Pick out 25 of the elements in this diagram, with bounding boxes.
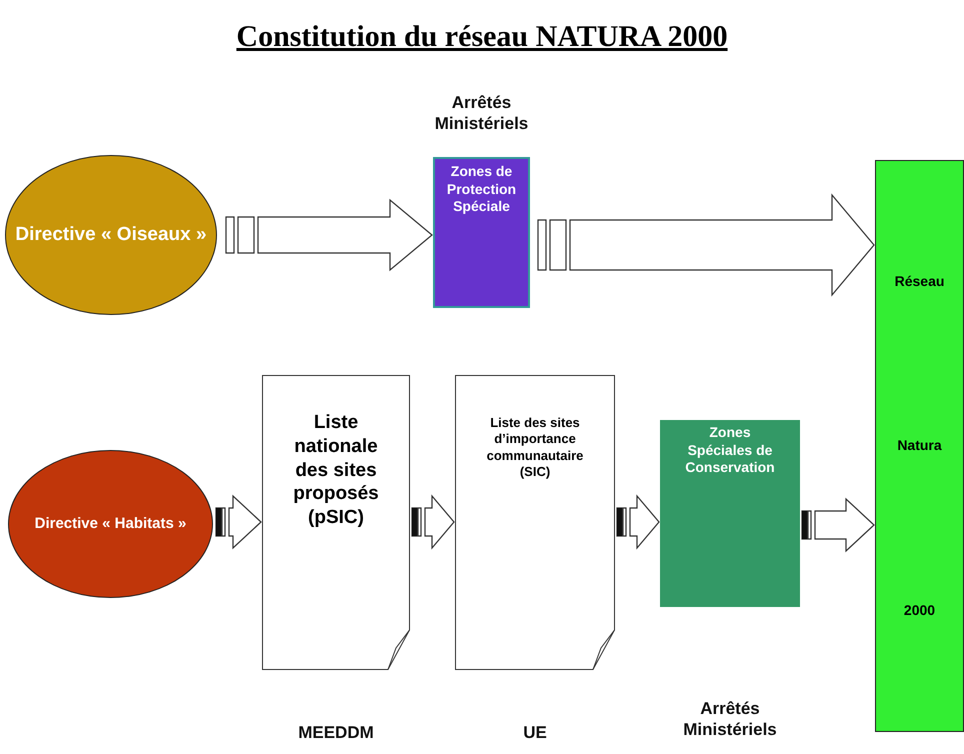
node-label: Liste des sites d’importance communautaire (SIC) [486,414,584,480]
node-label: Directive « Habitats » [34,514,188,534]
block-arrow [215,494,262,550]
block-arrow [537,193,875,297]
node-label: Zones Spéciales de Conservation [684,423,776,476]
document-shape [455,375,615,670]
authority-label: MEEDDM [297,722,375,744]
block-arrow [801,498,875,552]
bar-label: Réseau [894,273,946,290]
network-bar [875,160,964,732]
authority-label: UE [522,722,548,744]
authority-label: Arrêtés Ministériels [682,698,778,740]
bar-label: Natura [896,437,943,455]
node-label: Liste nationale des sites proposés (pSIC) [292,411,380,530]
document-shape [262,375,410,670]
block-arrow [225,198,433,272]
node-label: Directive « Oiseaux » [14,223,208,247]
zone-box [660,420,800,607]
node-label: Zones de Protection Spéciale [446,162,518,216]
block-arrow [411,494,455,550]
diagram-title: Constitution du réseau NATURA 2000 [236,19,728,55]
block-arrow [616,494,660,550]
bar-label: 2000 [902,602,936,619]
zone-box [433,157,530,308]
authority-label: Arrêtés Ministériels [434,92,530,134]
